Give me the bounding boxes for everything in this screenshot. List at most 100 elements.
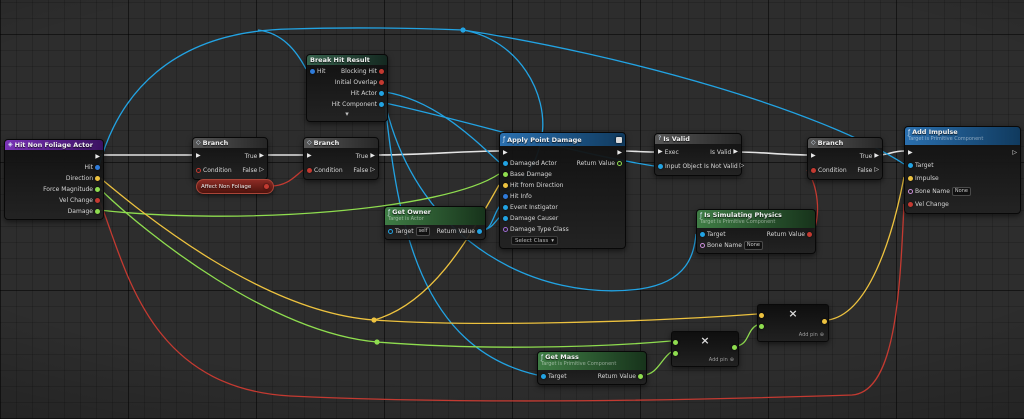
- true-exec-pin[interactable]: ▶: [370, 153, 375, 159]
- target-in-pin[interactable]: [388, 229, 393, 234]
- is-not-valid-exec-pin[interactable]: ▷: [740, 163, 745, 169]
- add-pin-button[interactable]: Add pin ⊕: [709, 357, 734, 363]
- exec-out-pin[interactable]: ▶: [617, 150, 622, 156]
- impulse-in-pin[interactable]: [908, 176, 913, 181]
- exec-in-pin[interactable]: ▶: [908, 150, 913, 156]
- pin-label-true: True: [245, 153, 258, 160]
- hit-info-in-pin[interactable]: [503, 194, 508, 199]
- target-value-box[interactable]: self: [416, 227, 431, 236]
- damage-out-pin[interactable]: [95, 209, 100, 214]
- hit-actor-out-pin[interactable]: [379, 91, 384, 96]
- node-break-hit-result[interactable]: Break Hit Result Hit Blocking Hit Initia…: [306, 54, 388, 122]
- node-header[interactable]: ? Is Valid: [655, 134, 741, 144]
- hit-in-pin[interactable]: [310, 69, 315, 74]
- node-branch-3[interactable]: ◇ Branch ▶ True▶ Condition False▷: [807, 137, 883, 180]
- node-branch-2[interactable]: ◇ Branch ▶ True▶ Condition False▷: [303, 137, 379, 180]
- node-is-valid[interactable]: ? Is Valid ▶Exec Is Valid▶ Input Object …: [654, 133, 742, 176]
- condition-in-pin[interactable]: [307, 168, 312, 173]
- node-is-simulating-physics[interactable]: ƒIs Simulating Physics Target is Primiti…: [696, 209, 816, 254]
- bone-name-value-box[interactable]: None: [744, 241, 763, 250]
- bone-name-in-pin[interactable]: [700, 243, 705, 248]
- node-title: Hit Non Foliage Actor: [15, 141, 93, 149]
- wire-exec-branch2-applydamage: [375, 151, 499, 155]
- return-value-out-pin[interactable]: [477, 229, 482, 234]
- reroute-node-hit[interactable]: [460, 27, 465, 32]
- pin-label-vel-change: Vel Change: [915, 201, 949, 208]
- node-header[interactable]: ƒIs Simulating Physics Target is Primiti…: [697, 210, 815, 228]
- result-out-pin[interactable]: [822, 319, 827, 324]
- return-value-out-pin[interactable]: [807, 232, 812, 237]
- value-out-pin[interactable]: [264, 184, 269, 189]
- node-apply-point-damage[interactable]: ƒ Apply Point Damage ▶ ▶ Damaged Actor R…: [499, 132, 626, 249]
- node-header[interactable]: ◇ Branch: [193, 138, 267, 148]
- blocking-hit-out-pin[interactable]: [379, 69, 384, 74]
- base-damage-in-pin[interactable]: [503, 172, 508, 177]
- add-pin-button[interactable]: Add pin ⊕: [799, 332, 824, 338]
- exec-out-pin[interactable]: ▶: [95, 154, 100, 160]
- condition-in-pin[interactable]: [196, 168, 201, 173]
- target-in-pin[interactable]: [541, 374, 546, 379]
- node-add-impulse[interactable]: ƒAdd Impulse Target is Primitive Compone…: [904, 126, 1021, 214]
- node-header[interactable]: ƒ Apply Point Damage: [500, 133, 625, 146]
- damage-type-class-in-pin[interactable]: [503, 227, 508, 232]
- return-value-out-pin[interactable]: [638, 374, 643, 379]
- direction-out-pin[interactable]: [95, 176, 100, 181]
- node-header[interactable]: ƒGet Owner Target is Actor: [385, 207, 485, 225]
- node-header[interactable]: ◈ Hit Non Foliage Actor: [5, 140, 103, 150]
- vel-change-in-pin[interactable]: [908, 202, 913, 207]
- initial-overlap-out-pin[interactable]: [379, 80, 384, 85]
- is-valid-exec-pin[interactable]: ▶: [733, 149, 738, 155]
- bone-name-in-pin[interactable]: [908, 189, 913, 194]
- bone-name-value-box[interactable]: None: [952, 187, 971, 196]
- input-b-pin[interactable]: [759, 324, 764, 329]
- true-exec-pin[interactable]: ▶: [874, 153, 879, 159]
- node-affect-non-foliage[interactable]: Affect Non Foliage: [196, 179, 274, 194]
- node-header[interactable]: ƒAdd Impulse Target is Primitive Compone…: [905, 127, 1020, 145]
- input-a-pin[interactable]: [759, 313, 764, 318]
- input-a-pin[interactable]: [673, 340, 678, 345]
- exec-in-pin[interactable]: ▶: [307, 153, 312, 159]
- damaged-actor-in-pin[interactable]: [503, 161, 508, 166]
- node-header[interactable]: ƒGet Mass Target is Primitive Component: [538, 352, 646, 370]
- input-b-pin[interactable]: [673, 351, 678, 356]
- node-multiply-1[interactable]: × Add pin ⊕: [671, 331, 739, 367]
- damage-causer-in-pin[interactable]: [503, 216, 508, 221]
- exec-in-pin[interactable]: ▶: [196, 153, 201, 159]
- node-get-owner[interactable]: ƒGet Owner Target is Actor Targetself Re…: [384, 206, 486, 240]
- exec-in-pin[interactable]: ▶: [811, 153, 816, 159]
- hit-from-direction-in-pin[interactable]: [503, 183, 508, 188]
- false-exec-pin[interactable]: ▷: [370, 167, 375, 173]
- target-in-pin[interactable]: [908, 163, 913, 168]
- true-exec-pin[interactable]: ▶: [259, 153, 264, 159]
- node-branch-1[interactable]: ◇ Branch ▶ True▶ Condition False▷: [192, 137, 268, 180]
- hit-out-pin[interactable]: [95, 165, 100, 170]
- node-get-mass[interactable]: ƒGet Mass Target is Primitive Component …: [537, 351, 647, 385]
- expand-node-button[interactable]: ▾: [307, 110, 387, 119]
- hit-component-out-pin[interactable]: [379, 102, 384, 107]
- reroute-node-direction[interactable]: [371, 317, 376, 322]
- false-exec-pin[interactable]: ▷: [874, 167, 879, 173]
- force-magnitude-out-pin[interactable]: [95, 187, 100, 192]
- node-header[interactable]: ◇ Branch: [808, 138, 882, 148]
- return-value-out-pin[interactable]: [617, 161, 622, 166]
- wire-exec-applydamage-isvalid: [622, 151, 654, 152]
- condition-in-pin[interactable]: [811, 168, 816, 173]
- result-out-pin[interactable]: [732, 345, 737, 350]
- question-icon: ?: [658, 136, 661, 142]
- exec-in-pin[interactable]: ▶: [658, 149, 663, 155]
- node-header[interactable]: ◇ Branch: [304, 138, 378, 148]
- event-instigator-in-pin[interactable]: [503, 205, 508, 210]
- exec-in-pin[interactable]: ▶: [503, 150, 508, 156]
- node-header[interactable]: Break Hit Result: [307, 55, 387, 65]
- false-exec-pin[interactable]: ▷: [259, 167, 264, 173]
- input-object-in-pin[interactable]: [658, 164, 663, 169]
- node-hit-non-foliage-actor[interactable]: ◈ Hit Non Foliage Actor ▶ Hit Direction …: [4, 139, 104, 220]
- target-in-pin[interactable]: [700, 232, 705, 237]
- select-class-dropdown[interactable]: Select Class ▾: [511, 236, 558, 245]
- exec-out-pin[interactable]: ▷: [1012, 150, 1017, 156]
- node-multiply-2[interactable]: × Add pin ⊕: [757, 304, 829, 342]
- vel-change-out-pin[interactable]: [95, 198, 100, 203]
- wire-getmass-to-multiply1: [643, 352, 671, 375]
- reroute-node-forcemagnitude[interactable]: [374, 339, 379, 344]
